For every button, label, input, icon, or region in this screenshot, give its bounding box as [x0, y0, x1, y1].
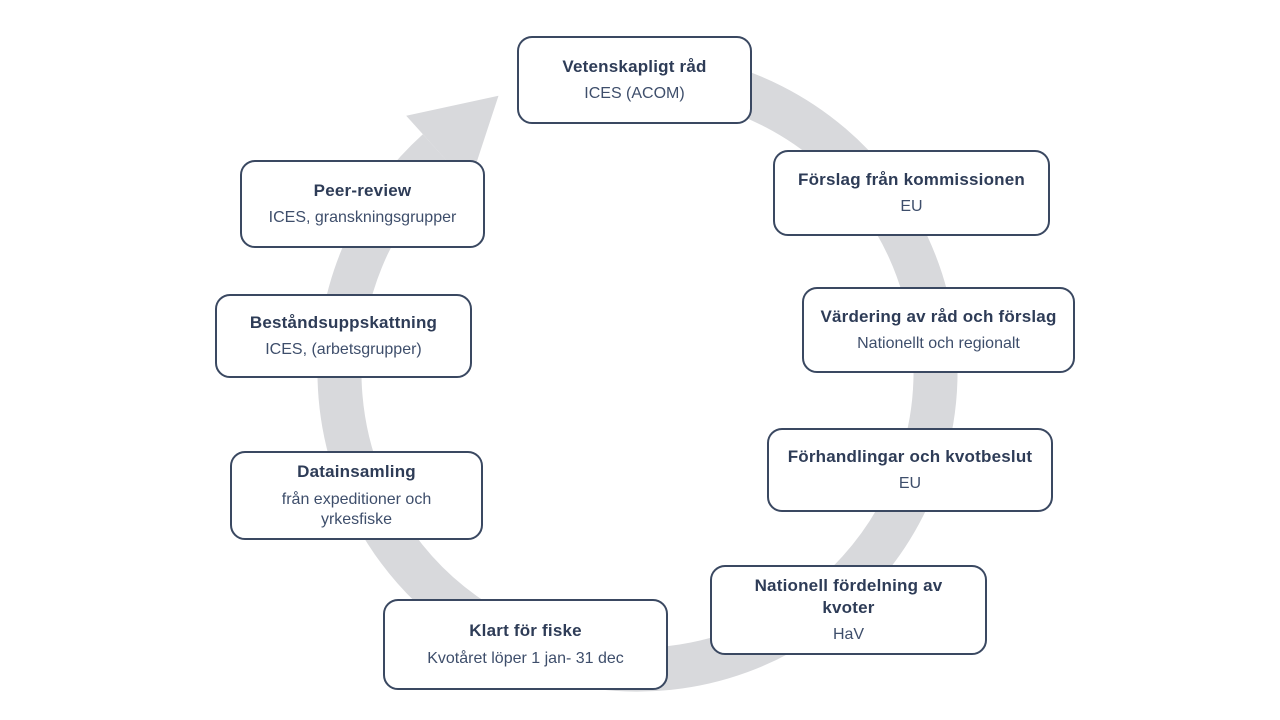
step-vetenskapligt-rad: Vetenskapligt råd ICES (ACOM): [517, 36, 752, 124]
step-title: Förslag från kommissionen: [798, 169, 1025, 189]
step-title: Nationell fördelning av kvoter: [754, 576, 943, 617]
step-subtitle: EU: [898, 475, 922, 493]
step-title: Datainsamling: [297, 462, 416, 482]
step-peer-review: Peer-review ICES, granskningsgrupper: [240, 160, 485, 248]
step-subtitle: ICES, (arbetsgrupper): [265, 341, 422, 359]
step-datainsamling: Datainsamling från expeditioner och yrke…: [230, 451, 483, 540]
step-title: Beståndsuppskattning: [249, 312, 438, 332]
step-nationell-fordelning-av-kvoter: Nationell fördelning av kvoter HaV: [710, 565, 987, 655]
step-subtitle: HaV: [832, 625, 865, 643]
step-title: Förhandlingar och kvotbeslut: [787, 446, 1033, 466]
step-forslag-fran-kommissionen: Förslag från kommissionen EU: [773, 150, 1050, 236]
step-subtitle: ICES, granskningsgrupper: [268, 209, 457, 227]
step-forhandlingar-och-kvotbeslut: Förhandlingar och kvotbeslut EU: [767, 428, 1053, 512]
step-title: Värdering av råd och förslag: [820, 306, 1057, 326]
step-vardering-av-rad-och-forslag: Värdering av råd och förslag Nationellt …: [802, 287, 1075, 373]
step-subtitle: EU: [900, 198, 923, 216]
step-subtitle: Nationellt och regionalt: [857, 335, 1020, 353]
step-title: Vetenskapligt råd: [562, 56, 707, 76]
step-title: Peer-review: [313, 180, 412, 200]
step-subtitle: ICES (ACOM): [584, 85, 685, 103]
step-klart-for-fiske: Klart för fiske Kvotåret löper 1 jan- 31…: [383, 599, 668, 690]
step-bestandsuppskattning: Beståndsuppskattning ICES, (arbetsgruppe…: [215, 294, 472, 378]
step-title: Klart för fiske: [469, 621, 582, 641]
step-subtitle: från expeditioner och yrkesfiske: [281, 490, 432, 528]
step-subtitle: Kvotåret löper 1 jan- 31 dec: [427, 649, 624, 667]
